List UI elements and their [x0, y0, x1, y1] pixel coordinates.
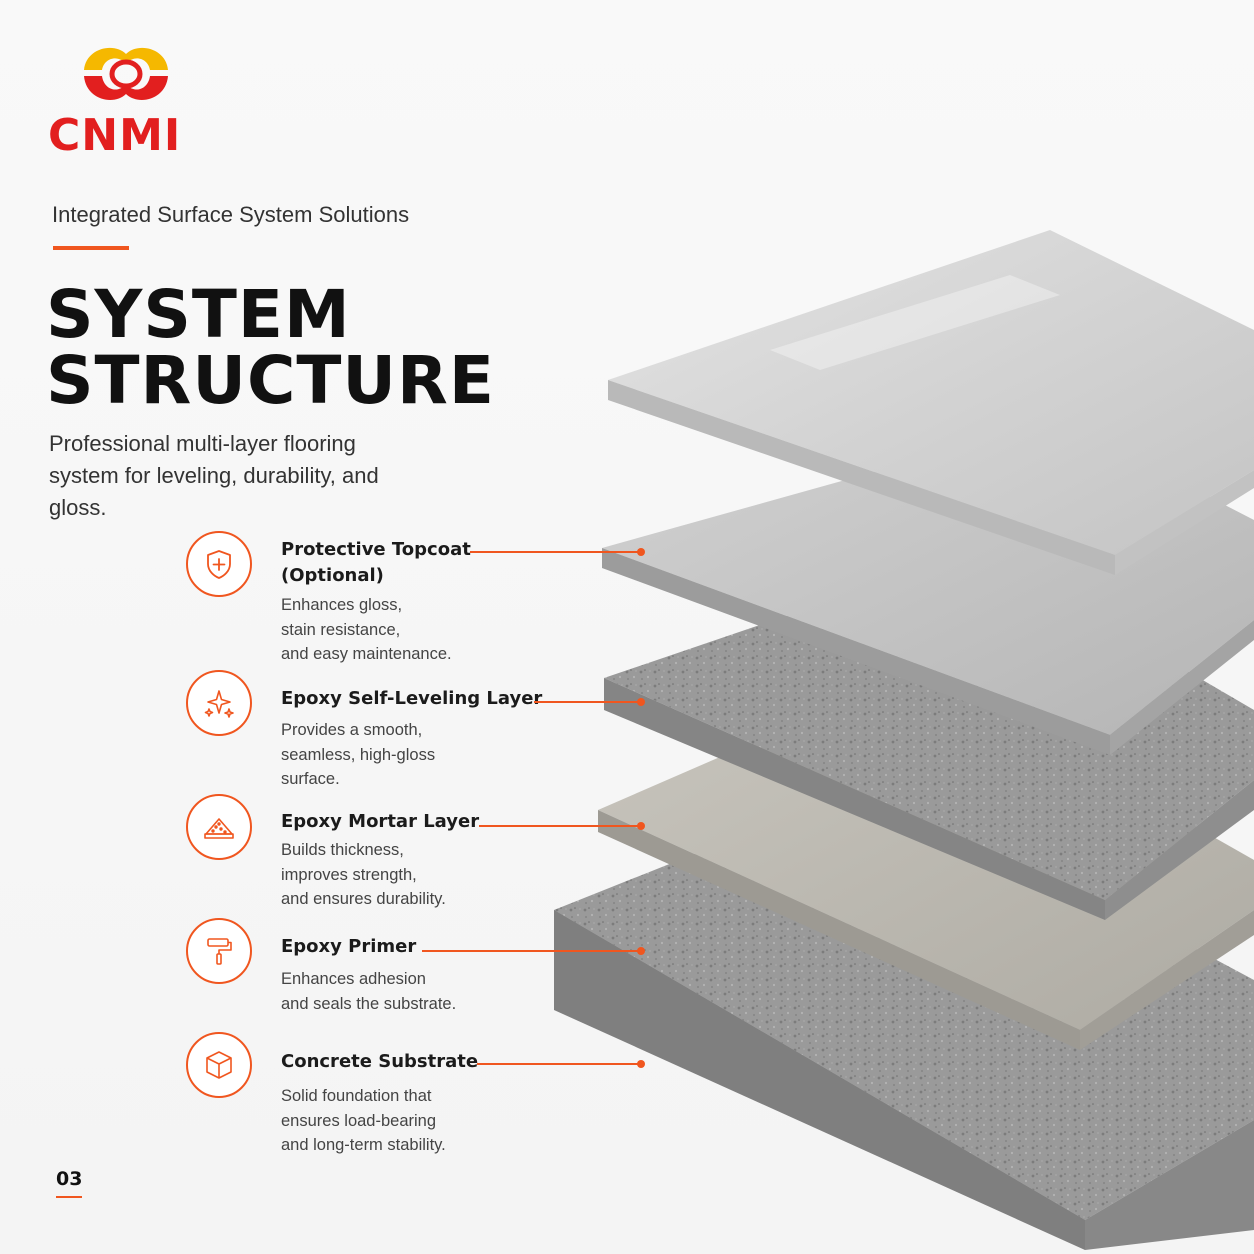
layer-description: Builds thickness, improves strength, and… [281, 838, 501, 912]
paint-roller-icon [186, 918, 252, 984]
layer-description-line: surface. [281, 770, 340, 788]
layer-description: Solid foundation that ensures load-beari… [281, 1084, 501, 1158]
layer-description-line: Provides a smooth, [281, 721, 423, 739]
layer-description-line: ensures load-bearing [281, 1111, 437, 1130]
connector-line [534, 698, 645, 706]
layer-description-line: and ensures durability. [281, 890, 446, 908]
layer-title-line-1: Protective Topcoat [281, 539, 471, 560]
sparkles-icon [186, 670, 252, 736]
layer-title: Epoxy Mortar Layer [281, 811, 480, 832]
layer-title: Concrete Substrate [281, 1051, 479, 1072]
layer-description-line: and long-term stability. [281, 1136, 446, 1154]
kicker-text: Integrated Surface System Solutions [52, 202, 410, 227]
layer-description-line: and seals the substrate. [281, 994, 457, 1013]
layer-description-line: and easy maintenance. [281, 645, 452, 663]
page-number-underline [56, 1196, 82, 1198]
layer-description-line: improves strength, [281, 865, 417, 884]
kicker-divider [53, 246, 129, 250]
layered-floor-illustration [554, 230, 1254, 1250]
layer-title: Epoxy Primer [281, 936, 417, 957]
layer-description: Provides a smooth, seamless, high-gloss … [281, 718, 501, 792]
layer-description-line: Solid foundation that [281, 1087, 432, 1105]
mortar-pile-icon [186, 794, 252, 860]
layer-description-line: Enhances adhesion [281, 970, 426, 988]
page-title: SYSTEM STRUCTURE [46, 282, 495, 414]
connector-line [479, 822, 645, 830]
layer-description: Enhances adhesion and seals the substrat… [281, 967, 501, 1016]
page-subtitle: Professional multi-layer flooring system… [49, 431, 379, 520]
cube-icon [186, 1032, 252, 1098]
layer-description-line: Enhances gloss, [281, 596, 403, 614]
page-title-line-1: SYSTEM [46, 276, 351, 353]
connector-line [477, 1060, 645, 1068]
layer-title: Protective Topcoat (Optional) [281, 537, 471, 589]
layer-description-line: Builds thickness, [281, 841, 404, 859]
page-number: 03 [56, 1168, 83, 1190]
brand-wordmark: CNMI [48, 110, 182, 161]
layer-description-line: seamless, high-gloss [281, 745, 436, 764]
connector-line [422, 947, 645, 955]
shield-plus-icon [186, 531, 252, 597]
page-title-line-2: STRUCTURE [46, 342, 495, 419]
layer-title: Epoxy Self-Leveling Layer [281, 688, 543, 709]
layer-description: Enhances gloss, stain resistance, and ea… [281, 593, 501, 667]
cnmi-logo-mark [84, 47, 168, 100]
connector-line [470, 548, 645, 556]
layer-title-line-2: (Optional) [281, 565, 384, 586]
layer-description-line: stain resistance, [281, 620, 401, 639]
